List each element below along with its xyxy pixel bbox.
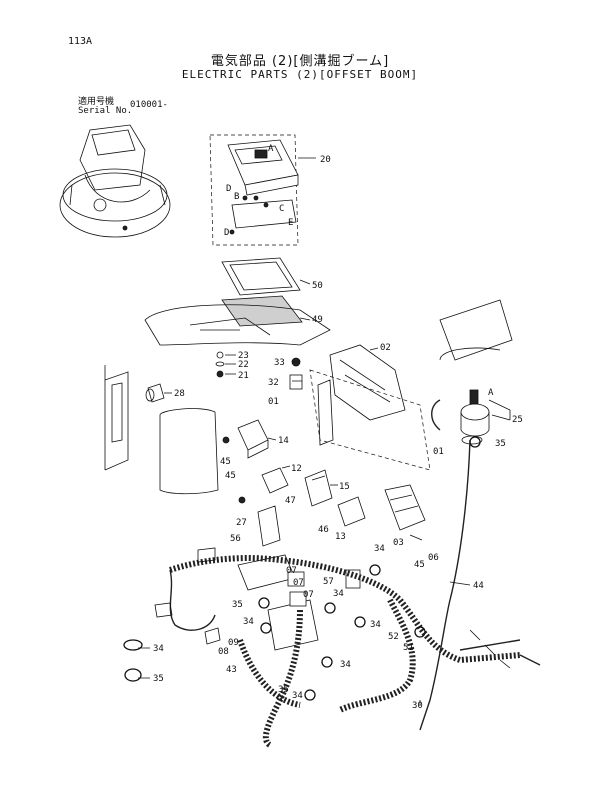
callout-47: 47 (285, 496, 296, 506)
part-28 (145, 383, 165, 403)
callout-34-right: 34 (370, 620, 381, 630)
relay-14 (222, 419, 269, 459)
callout-46: 46 (318, 525, 329, 535)
callout-35-bottom: 35 (278, 685, 289, 695)
bracket-03 (384, 484, 426, 531)
callout-22: 22 (238, 360, 249, 370)
leader-lines (138, 157, 511, 706)
callout-34-left: 34 (243, 617, 254, 627)
callout-49: 49 (312, 315, 323, 325)
title-english: ELECTRIC PARTS (2)[OFFSET BOOM] (181, 68, 419, 81)
page-number: 113A (68, 36, 93, 47)
wiring-harness-30 (154, 399, 541, 748)
callout-33: 33 (274, 358, 285, 368)
callout-23: 23 (238, 351, 249, 361)
callout-21: 21 (238, 371, 249, 381)
callout-45-left: 45 (220, 457, 231, 467)
callout-07-b: 07 (293, 578, 304, 588)
callout-07-c: 07 (303, 590, 314, 600)
callout-E: E (288, 218, 293, 228)
callout-D-lower: D (224, 228, 229, 238)
callout-34-top: 34 (374, 544, 385, 554)
key-switch-25 (439, 299, 513, 445)
clamps-34-35 (123, 436, 481, 701)
callout-56: 56 (230, 534, 241, 544)
serial-number-value: 010001- (130, 100, 168, 110)
callout-C: C (279, 204, 284, 214)
callout-A-keyswitch: A (488, 388, 494, 398)
callout-45-mid: 45 (225, 471, 236, 481)
callout-44: 44 (473, 581, 484, 591)
callout-35-center: 35 (232, 600, 243, 610)
machine-thumbnail (59, 124, 171, 238)
callout-B: B (234, 192, 239, 202)
callout-32: 32 (268, 378, 279, 388)
callout-45-right: 45 (414, 560, 425, 570)
cab-window (104, 365, 219, 495)
callout-57: 57 (323, 577, 334, 587)
callout-12: 12 (291, 464, 302, 474)
callout-14: 14 (278, 436, 289, 446)
callout-labels: 20 A D B C E D 50 49 23 22 21 28 33 32 0… (153, 144, 523, 711)
part-13 (337, 496, 366, 527)
callout-34-center: 34 (333, 589, 344, 599)
fuse-box (237, 554, 361, 651)
serial-label-japanese: 適用号機 (78, 97, 115, 107)
callout-27: 27 (236, 518, 247, 528)
screws-21-23 (215, 351, 225, 378)
callout-06: 06 (428, 553, 439, 563)
bracket-02 (309, 344, 431, 471)
callout-43: 43 (226, 665, 237, 675)
cab-floor-outline (144, 304, 331, 346)
callout-30: 30 (412, 701, 423, 711)
callout-25: 25 (512, 415, 523, 425)
callout-51: 51 (403, 643, 414, 653)
callout-09: 09 (228, 638, 239, 648)
part-32-33 (289, 357, 303, 390)
serial-label-english: Serial No. (78, 106, 133, 116)
callout-13: 13 (335, 532, 346, 542)
callout-03: 03 (393, 538, 404, 548)
monitor-panel-assembly (209, 134, 299, 246)
callout-01: 01 (268, 397, 279, 407)
panel-gaskets (221, 257, 303, 327)
callout-20: 20 (320, 155, 331, 165)
callout-A: A (268, 144, 274, 154)
callout-28: 28 (174, 389, 185, 399)
callout-D: D (226, 184, 231, 194)
callout-01-right: 01 (433, 447, 444, 457)
callout-34-lower: 34 (340, 660, 351, 670)
callout-50: 50 (312, 281, 323, 291)
callout-35-keyswitch: 35 (495, 439, 506, 449)
callout-08: 08 (218, 647, 229, 657)
relays-12-15 (261, 467, 333, 507)
callout-07-a: 07 (286, 566, 297, 576)
callout-15: 15 (339, 482, 350, 492)
part-56 (238, 496, 281, 547)
callout-34-bottom: 34 (292, 691, 303, 701)
title-japanese: 電気部品 (2)[側溝掘ブーム] (210, 54, 390, 69)
callout-52: 52 (388, 632, 399, 642)
callout-02: 02 (380, 343, 391, 353)
callout-35-clamp: 35 (153, 674, 164, 684)
callout-34-clamp: 34 (153, 644, 164, 654)
